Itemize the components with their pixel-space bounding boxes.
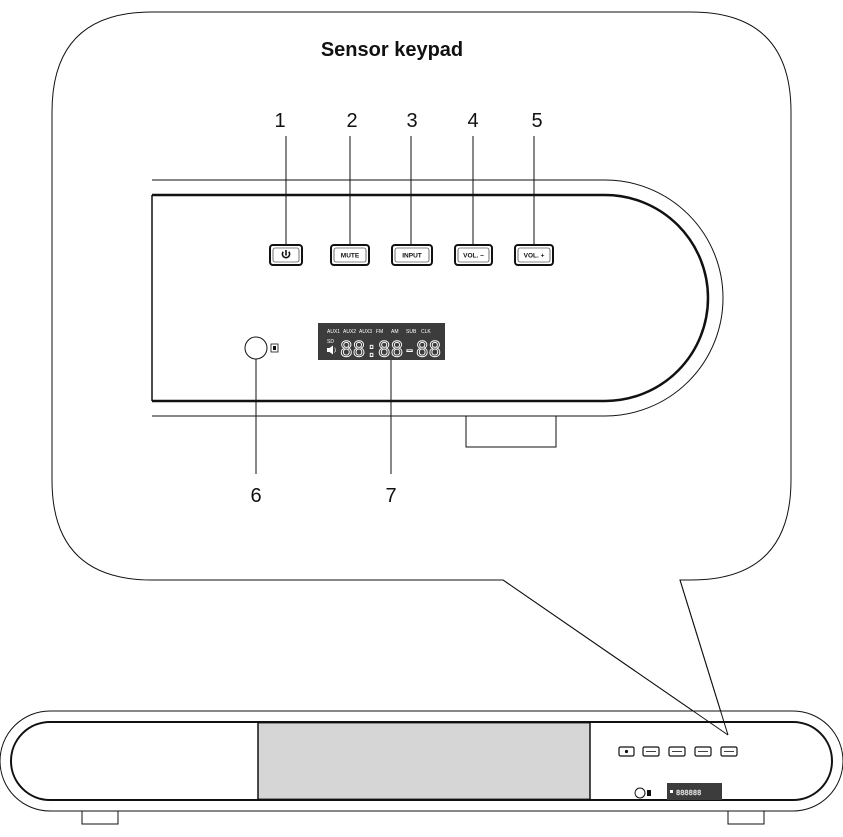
display-digits: 88:88-88 — [340, 338, 441, 362]
mini-display: 888888 — [667, 783, 722, 800]
volume-down-button-label: VOL. − — [463, 253, 484, 260]
display-indicator-clk: CLK — [421, 329, 431, 335]
mini-ir-sensor — [634, 787, 651, 799]
callout-number-7: 7 — [385, 485, 396, 507]
callout-bubble — [51, 11, 792, 737]
volume-up-button[interactable]: VOL. + — [514, 244, 554, 266]
volume-down-button[interactable]: VOL. − — [454, 244, 493, 266]
input-button-label: INPUT — [402, 253, 422, 260]
power-button[interactable] — [269, 244, 303, 266]
callout-number-5: 5 — [531, 110, 542, 132]
callout-number-2: 2 — [346, 110, 357, 132]
speaker-icon — [327, 345, 336, 355]
display-indicator-am: AM — [391, 329, 399, 335]
callout-number-4: 4 — [467, 110, 478, 132]
input-button[interactable]: INPUT — [391, 244, 433, 266]
foot-left — [81, 810, 119, 825]
display-mode-label: SD — [327, 339, 334, 345]
power-icon — [281, 250, 291, 259]
leader-lines — [255, 136, 535, 474]
callout-number-3: 3 — [406, 110, 417, 132]
zoomed-front-panel — [151, 179, 724, 448]
callout-number-6: 6 — [250, 485, 261, 507]
display-indicator-fm: FM — [376, 329, 383, 335]
device-full-view: 888888 — [0, 710, 843, 825]
mini-keypad — [618, 746, 738, 757]
callout-pointer-lines — [502, 579, 729, 736]
mute-button[interactable]: MUTE — [330, 244, 370, 266]
display-indicator-aux3: AUX3 — [359, 329, 372, 335]
mute-button-label: MUTE — [341, 253, 360, 260]
svg-text:888888: 888888 — [676, 789, 701, 797]
display-indicator-aux1: AUX1 — [327, 329, 340, 335]
callout-number-1: 1 — [274, 110, 285, 132]
volume-up-button-label: VOL. + — [524, 253, 545, 260]
display-indicator-sub: SUB — [406, 329, 417, 335]
display-indicator-aux2: AUX2 — [343, 329, 356, 335]
foot-right — [727, 810, 765, 825]
speaker-grille-panel — [257, 722, 591, 800]
display-panel: AUX1 AUX2 AUX3 FM AM SUB CLK SD 88:88-88 — [318, 323, 445, 362]
diagram-title: Sensor keypad — [321, 39, 463, 61]
